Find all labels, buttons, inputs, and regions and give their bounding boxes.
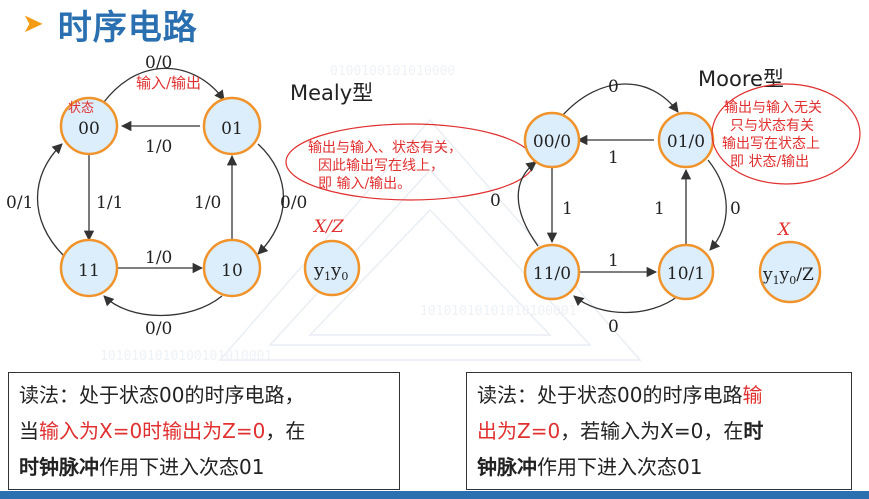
moore-label-10-11: 0: [608, 317, 619, 337]
moore-note-line4: 即 状态/输出: [730, 154, 809, 170]
moore-label-11-10: 1: [608, 251, 619, 271]
read-right-bold: 钟脉冲: [477, 455, 537, 479]
moore-state-10: [657, 243, 715, 301]
mealy-edge-00-01: [103, 67, 225, 103]
mealy-state-00-label: 00: [78, 119, 100, 139]
moore-label-01-10: 0: [730, 199, 741, 219]
mealy-label-11-00: 0/1: [6, 193, 33, 213]
moore-note-line2: 只与状态有关: [730, 118, 814, 134]
moore-label-10-01: 1: [654, 199, 665, 219]
mealy-io-caption: 输入/输出: [136, 74, 201, 92]
mealy-state-10-label: 10: [221, 261, 243, 281]
moore-note-ellipse: [711, 83, 861, 185]
mealy-edge-11-00: [36, 143, 65, 257]
mealy-state-00: [59, 96, 119, 156]
mealy-label-01-10: 0/0: [280, 193, 307, 213]
moore-state-00: [523, 111, 581, 169]
moore-state-11: [523, 243, 581, 301]
mealy-diagram: 00 01 11 10 状态 0/0 输入/输出 1/0 1/1 0/1 1/0…: [6, 53, 535, 339]
mealy-note-line3: 即 输入/输出。: [318, 176, 411, 192]
moore-note-line1: 输出与输入无关: [724, 100, 822, 116]
read-left-box: 读法：处于状态00的时序电路， 当输入为X=0时输出为Z=0，在 时钟脉冲作用下…: [8, 372, 400, 490]
mealy-title: Mealy型: [290, 81, 373, 105]
mealy-state-10: [202, 238, 262, 298]
moore-edge-00-01: [561, 83, 679, 117]
moore-state-00-label: 00/0: [533, 132, 571, 152]
moore-legend-text: y1y0/Z: [762, 265, 814, 287]
mealy-legend-top: X/Z: [312, 217, 345, 237]
mealy-label-10-11: 0/0: [145, 319, 172, 339]
arrow-bullet-icon: ➤: [22, 9, 44, 39]
svg-text:1010101010100101010001: 1010101010100101010001: [100, 349, 272, 364]
read-left-bold: 时钟脉冲: [19, 455, 99, 479]
moore-edge-10-11: [573, 295, 679, 314]
moore-state-11-label: 11/0: [533, 264, 571, 284]
page-title: ➤ 时序电路: [22, 7, 198, 48]
moore-edge-11-00: [517, 161, 539, 247]
read-right-highlight: 出为Z=0: [477, 419, 561, 443]
moore-edge-01-10: [707, 159, 727, 251]
moore-note-line3: 输出写在状态上: [722, 136, 820, 152]
moore-state-10-label: 10/1: [667, 264, 705, 284]
read-right-box: 读法：处于状态00的时序电路输 出为Z=0，若输入为X=0，在时 钟脉冲作用下进…: [466, 372, 852, 490]
mealy-legend-node: [303, 239, 361, 297]
mealy-edge-10-11: [103, 295, 223, 317]
moore-state-01-label: 01/0: [667, 132, 705, 152]
moore-title: Moore型: [698, 67, 784, 91]
mealy-label-00-01: 0/0: [145, 53, 172, 73]
mealy-label-00-11: 1/1: [96, 193, 123, 213]
read-left-line1: 读法：处于状态00的时序电路，: [19, 383, 305, 407]
moore-label-00-11: 1: [562, 199, 573, 219]
moore-diagram: 00/0 01/0 11/0 10/1 0 1 0 1 1 0 1 0 Moor…: [490, 67, 861, 337]
mealy-state-11-label: 11: [78, 261, 100, 281]
read-left-highlight: 输入为X=0时输出为Z=0: [39, 419, 266, 443]
mealy-edge-01-10: [257, 143, 285, 255]
moore-label-01-00: 1: [608, 148, 619, 168]
mealy-state-01: [202, 96, 262, 156]
moore-legend-top: X: [776, 220, 791, 240]
bottom-bar: [0, 491, 869, 499]
mealy-label-01-00: 1/0: [145, 137, 172, 157]
moore-legend-node: [758, 240, 822, 304]
read-right-line1: 读法：处于状态00的时序电路: [477, 383, 743, 407]
moore-label-11-00: 0: [490, 191, 501, 211]
mealy-state-01-label: 01: [221, 119, 243, 139]
moore-label-00-01: 0: [608, 77, 619, 97]
mealy-label-10-01: 1/0: [194, 193, 221, 213]
svg-text:10101010101010100001: 10101010101010100001: [420, 304, 577, 319]
mealy-state-11: [59, 238, 119, 298]
mealy-label-11-10: 1/0: [145, 248, 172, 268]
mealy-state-caption: 状态: [68, 101, 94, 116]
mealy-note-line1: 输出与输入、状态有关，: [308, 140, 462, 156]
mealy-legend-text: y1y0: [313, 260, 348, 283]
mealy-note-line2: 因此输出写在线上，: [318, 158, 444, 174]
svg-text:0100100101010000: 0100100101010000: [330, 64, 455, 79]
